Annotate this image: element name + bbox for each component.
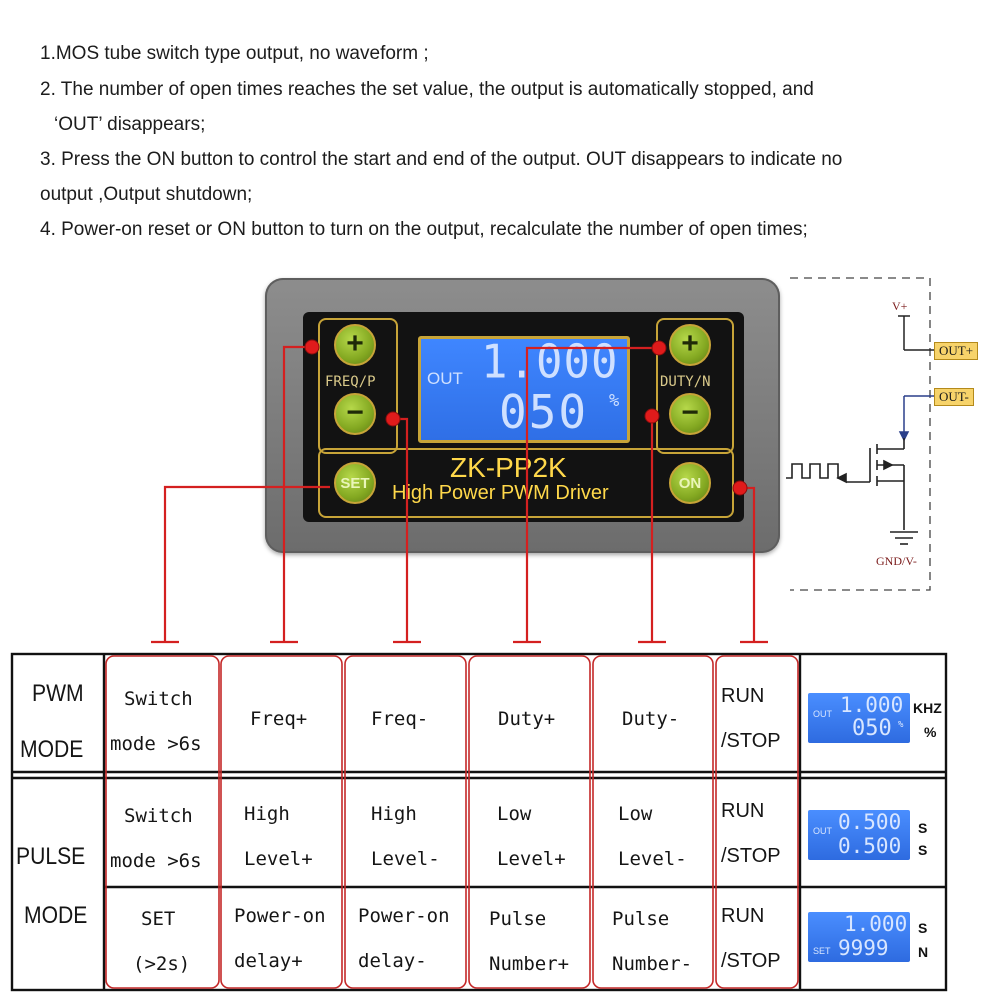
pulse-mode-label-2: MODE [24, 902, 88, 929]
freq-p-label: FREQ/P [325, 374, 376, 390]
left-button-frame [318, 318, 398, 454]
pulse2-power-on-delay-minus-1: Power-on [358, 905, 450, 927]
instruction-line-4: 4. Power-on reset or ON button to turn o… [40, 219, 808, 240]
out-plus-terminal: OUT+ [934, 342, 979, 360]
pulse2-unit-s: S [918, 920, 928, 936]
on-button-label: ON [678, 474, 702, 492]
pulse-high-level-plus-2: Level+ [244, 848, 313, 870]
pulse-low-level-plus-2: Level+ [497, 848, 566, 870]
minus-icon: − [681, 395, 699, 429]
pwm-lcd-line-2: 050 [852, 716, 892, 741]
pwm-mode-label: PWM [32, 680, 84, 707]
pulse2-on-line-1: RUN [721, 905, 765, 927]
pulse-high-level-plus-1: High [244, 803, 290, 825]
pwm-freq-minus: Freq- [371, 708, 429, 730]
pulse2-lcd-line-1: 1.000 [844, 912, 908, 936]
pwm-pulse-icon [786, 463, 847, 484]
lcd-percent-sign: % [609, 391, 620, 411]
lcd-frequency-value: 1.000 [481, 335, 619, 390]
ground-symbol [890, 531, 918, 545]
minus-icon: − [346, 395, 364, 429]
pwm-lcd-preview: OUT 1.000 050 % [808, 693, 910, 743]
lcd-duty-value: 050 [499, 385, 589, 439]
freq-minus-button[interactable]: − [334, 393, 376, 435]
model-subtitle: High Power PWM Driver [392, 482, 609, 504]
pulse2-power-on-delay-plus-2: delay+ [234, 950, 303, 972]
pulse2-set-line-2: (>2s) [133, 953, 191, 975]
pwm-duty-plus: Duty+ [498, 708, 556, 730]
vplus-label: V+ [892, 299, 908, 313]
instruction-line-3: 3. Press the ON button to control the st… [40, 149, 843, 170]
mosfet-symbol [846, 438, 905, 530]
pulse2-pulse-number-minus-2: Number- [612, 953, 693, 975]
pulse2-pulse-number-plus-1: Pulse [489, 908, 547, 930]
lcd-screen: OUT 1.000 050 % [418, 336, 630, 443]
pulse-unit-s-1: S [918, 820, 928, 836]
schematic-drawing [786, 277, 938, 591]
pulse-high-level-minus-2: Level- [371, 848, 440, 870]
instruction-line-1: 1.MOS tube switch type output, no wavefo… [40, 43, 429, 64]
on-button[interactable]: ON [669, 462, 711, 504]
pulse-low-level-plus-1: Low [497, 803, 532, 825]
pulse-on-line-1: RUN [721, 800, 765, 822]
instruction-line-2-cont: ‘OUT’ disappears; [54, 114, 206, 135]
pulse-mode-label: PULSE [16, 843, 86, 870]
set-button[interactable]: SET [334, 462, 376, 504]
pwm-set-line-1: Switch [124, 688, 193, 710]
duty-minus-button[interactable]: − [669, 393, 711, 435]
pulse-low-level-minus-2: Level- [618, 848, 687, 870]
pulse-high-level-minus-1: High [371, 803, 417, 825]
pulse-lcd-line-1: 0.500 [838, 810, 902, 834]
pulse2-unit-n: N [918, 944, 929, 960]
pulse-on-line-2: /STOP [721, 845, 781, 867]
pulse2-set-line-1: SET [141, 908, 176, 930]
pulse-lcd-preview-1: OUT 0.500 0.500 [808, 810, 910, 860]
drain-wire [898, 395, 938, 442]
duty-plus-button[interactable]: + [669, 324, 711, 366]
pulse2-pulse-number-plus-2: Number+ [489, 953, 570, 975]
pulse-set-line-1: Switch [124, 805, 193, 827]
pwm-on-line-1: RUN [721, 685, 765, 707]
pulse2-power-on-delay-plus-1: Power-on [234, 905, 326, 927]
duty-minus-column-frame [592, 655, 714, 989]
pwm-lcd-out: OUT [813, 709, 832, 719]
pwm-lcd-pct: % [898, 720, 904, 730]
pulse2-on-line-2: /STOP [721, 950, 781, 972]
pwm-unit-percent: % [924, 724, 937, 740]
duty-n-label: DUTY/N [660, 374, 711, 390]
pulse2-lcd-line-2: 9999 [838, 936, 889, 960]
pulse-lcd-line-2: 0.500 [838, 834, 902, 858]
freq-plus-button[interactable]: + [334, 324, 376, 366]
pulse-set-line-2: mode >6s [110, 850, 202, 872]
pulse2-lcd-set: SET [813, 946, 831, 956]
instruction-line-3-cont: output ,Output shutdown; [40, 184, 253, 205]
set-button-label: SET [340, 474, 370, 492]
pwm-duty-minus: Duty- [622, 708, 680, 730]
instruction-line-2: 2. The number of open times reaches the … [40, 79, 814, 100]
pwm-set-line-2: mode >6s [110, 733, 202, 755]
pwm-unit-khz: KHZ [913, 700, 942, 716]
pulse2-power-on-delay-minus-2: delay- [358, 950, 427, 972]
pwm-mode-label-2: MODE [20, 736, 84, 763]
pulse-lcd-preview-2: SET 1.000 9999 [808, 912, 910, 962]
pulse-lcd-out: OUT [813, 826, 832, 836]
plus-icon: + [681, 326, 699, 360]
pwm-lcd-line-1: 1.000 [840, 693, 904, 717]
output-schematic: V+ OUT+ OUT- GND/V- [780, 268, 980, 598]
pulse-low-level-minus-1: Low [618, 803, 653, 825]
plus-icon: + [346, 326, 364, 360]
lcd-out-indicator: OUT [427, 369, 463, 388]
out-minus-terminal: OUT- [934, 388, 974, 406]
pulse-unit-s-2: S [918, 842, 928, 858]
pwm-on-line-2: /STOP [721, 730, 781, 752]
pwm-freq-plus: Freq+ [250, 708, 308, 730]
vplus-symbol [898, 315, 938, 351]
pulse2-pulse-number-minus-1: Pulse [612, 908, 670, 930]
model-name: ZK-PP2K [450, 452, 567, 483]
dashed-box [790, 277, 931, 591]
gnd-label: GND/V- [876, 554, 917, 568]
